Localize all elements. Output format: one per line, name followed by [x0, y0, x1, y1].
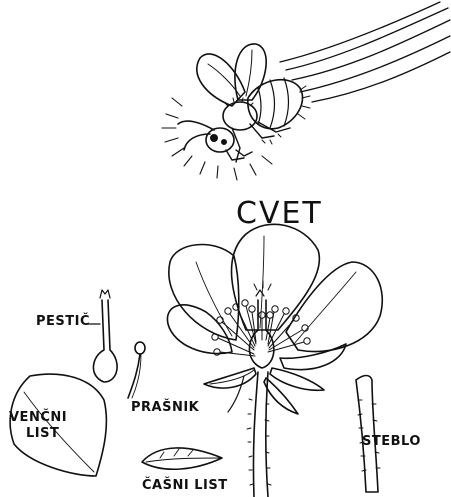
bee-legs	[226, 122, 290, 162]
calyx-leaf-left	[204, 368, 256, 388]
calyx-leaf-lower	[264, 378, 298, 414]
label-stem: STEBLO	[362, 434, 421, 449]
petal-right	[286, 262, 382, 352]
label-stamen: PRAŠNIK	[131, 400, 199, 415]
flower-stem	[253, 372, 258, 497]
calyx-leaf-right	[270, 368, 324, 390]
diagram-title: CVET	[236, 196, 323, 231]
bee-head	[206, 128, 234, 152]
petal-left-lower	[167, 305, 232, 354]
pistil-illustration	[93, 290, 117, 382]
bee-eye	[211, 135, 217, 141]
flight-trail-lines	[280, 2, 450, 102]
bee-antenna-1	[178, 121, 214, 130]
bee-illustration	[162, 2, 450, 180]
label-petal-line-2: LIST	[26, 426, 59, 441]
label-pistil: PESTIČ	[36, 314, 90, 329]
stamen-illustration	[128, 342, 145, 398]
petal-lower-right	[280, 344, 346, 370]
petal-top	[232, 224, 320, 330]
label-petal-line-1: VENČNI	[9, 410, 67, 425]
label-sepal: ČAŠNI LIST	[142, 478, 228, 493]
petal-back-left	[169, 245, 239, 340]
sepal-illustration	[142, 448, 222, 469]
flower-illustration	[167, 224, 382, 497]
